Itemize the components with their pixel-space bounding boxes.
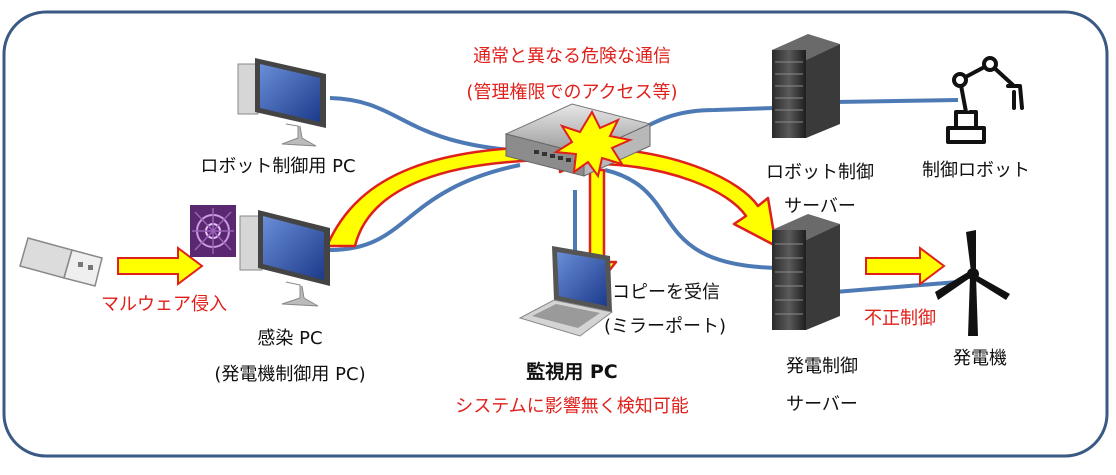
infected-pc-sublabel: (発電機制御用 PC) [214,364,366,385]
usb-stick-icon [19,237,103,287]
robot-pc-icon [237,58,326,147]
attack-arrow-generator [598,146,778,248]
robot-server-sublabel: サーバー [784,196,856,217]
robot-pc-label: ロボット制御用 PC [200,156,356,177]
infected-pc-icon [239,210,330,307]
robot-label: 制御ロボット [922,160,1030,181]
robot-arm-icon [946,56,1024,144]
generator-server-label: 発電制御 [786,356,858,377]
generator-server-icon [772,214,840,330]
danger-note-line1: 通常と異なる危険な通信 [473,46,671,67]
alert-burst-icon [552,109,634,179]
monitor-pc-label: 監視用 PC [526,361,618,383]
illegal-control-label: 不正制御 [864,308,936,329]
robot-server-icon [772,34,840,138]
danger-note-line2: (管理権限でのアクセス等) [466,82,678,103]
malware-label: マルウェア侵入 [101,294,227,315]
wind-turbine-icon [935,230,1010,336]
monitor-note: システムに影響無く検知可能 [455,396,689,417]
generator-label: 発電機 [953,348,1007,369]
malware-icon [190,205,236,257]
illegal-control-arrow [865,246,946,286]
copy-label: コピーを受信 [612,282,720,303]
network-cables [329,96,959,294]
diagram-frame [2,10,1109,458]
monitor-laptop-icon [518,246,614,337]
infected-pc-label: 感染 PC [257,328,323,349]
mirror-port-label: (ミラーポート) [604,316,727,337]
generator-server-sublabel: サーバー [786,394,858,415]
malware-arrow [117,246,204,286]
robot-server-label: ロボット制御 [766,162,874,183]
